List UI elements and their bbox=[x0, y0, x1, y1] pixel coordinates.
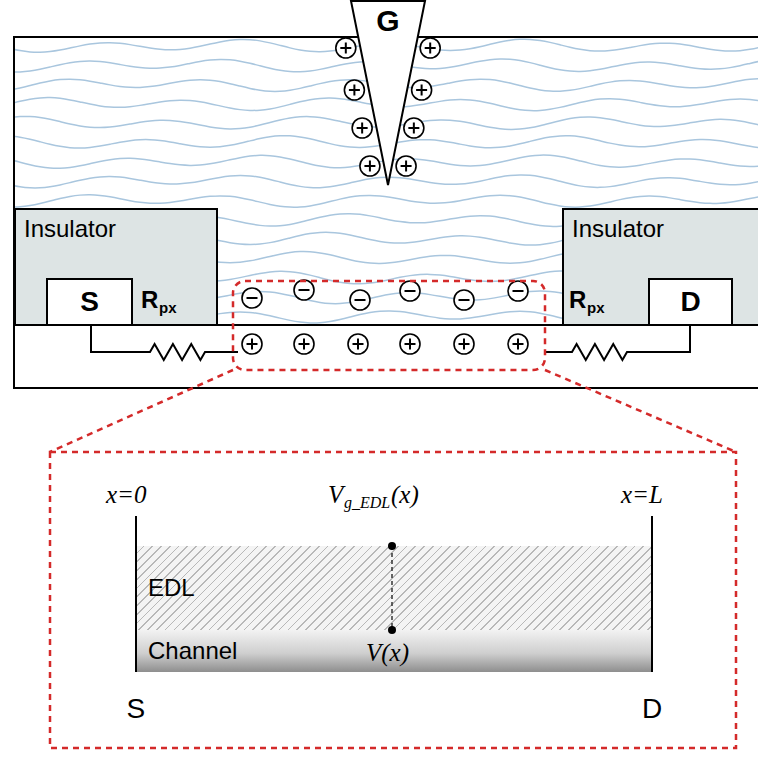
position-label: x=0 bbox=[106, 481, 146, 509]
ion-charge-symbol bbox=[348, 334, 368, 354]
charge-circle bbox=[336, 38, 356, 58]
node-text: G bbox=[376, 4, 399, 37]
ion-charge-symbol bbox=[508, 334, 528, 354]
charge-plus-bar bbox=[463, 339, 465, 350]
node-text: EDL bbox=[148, 575, 195, 601]
charge-circle bbox=[454, 334, 474, 354]
charge-plus-bar bbox=[405, 161, 407, 172]
ion-charge-symbol bbox=[242, 288, 262, 308]
insulator-block: InsulatorS bbox=[14, 208, 218, 326]
terminal-label: D bbox=[642, 693, 662, 725]
charge-plus-bar bbox=[413, 123, 415, 134]
potential-label: V bbox=[328, 481, 343, 509]
charge-plus-bar bbox=[421, 85, 423, 96]
charge-minus-bar bbox=[459, 299, 470, 301]
ion-charge-symbol bbox=[294, 334, 314, 354]
charge-circle bbox=[400, 281, 420, 301]
charge-circle bbox=[396, 156, 416, 176]
charge-circle bbox=[350, 290, 370, 310]
charge-circle bbox=[412, 80, 432, 100]
potential-argument: (x) bbox=[391, 481, 419, 509]
ion-charge-symbol bbox=[344, 80, 364, 100]
inset-frame bbox=[50, 452, 736, 748]
ion-charge-symbol bbox=[294, 280, 314, 300]
charge-plus-bar bbox=[357, 339, 359, 350]
charge-circle bbox=[400, 334, 420, 354]
charge-plus-bar bbox=[361, 123, 363, 134]
charge-minus-bar bbox=[247, 297, 258, 299]
ion-charge-symbol bbox=[420, 38, 440, 58]
charge-plus-bar bbox=[251, 339, 253, 350]
potential-subscript: g_EDL bbox=[344, 494, 390, 512]
ion-charge-symbol bbox=[336, 38, 356, 58]
charge-plus-bar bbox=[303, 339, 305, 350]
charge-minus-bar bbox=[513, 290, 524, 292]
node-text: Insulator bbox=[24, 216, 116, 242]
ion-charge-symbol bbox=[508, 281, 528, 301]
ion-charge-symbol bbox=[454, 334, 474, 354]
drain-electrode: D bbox=[648, 278, 733, 326]
node-text: S bbox=[80, 287, 99, 318]
charge-plus-bar bbox=[353, 85, 355, 96]
node-text: Insulator bbox=[572, 216, 664, 242]
charge-circle bbox=[242, 334, 262, 354]
gate-electrode: G bbox=[350, 0, 426, 186]
resistor-label: R bbox=[569, 286, 586, 314]
electrolyte-wave bbox=[15, 195, 758, 207]
charge-circle bbox=[508, 334, 528, 354]
channel-end-line bbox=[651, 516, 653, 672]
ion-charge-symbol bbox=[400, 281, 420, 301]
charge-minus-bar bbox=[405, 290, 416, 292]
charge-circle bbox=[344, 80, 364, 100]
ion-charge-symbol bbox=[396, 156, 416, 176]
charge-plus-bar bbox=[345, 43, 347, 54]
charge-circle bbox=[352, 118, 372, 138]
zoom-leader-line bbox=[50, 370, 233, 452]
ion-charge-symbol bbox=[352, 118, 372, 138]
gate-triangle bbox=[351, 1, 425, 185]
charge-circle bbox=[404, 118, 424, 138]
resistor-symbol bbox=[91, 326, 238, 360]
ion-charge-symbol bbox=[242, 334, 262, 354]
potential-probe-line bbox=[391, 546, 393, 630]
charge-circle bbox=[454, 290, 474, 310]
charge-circle bbox=[360, 156, 380, 176]
ion-charge-symbol bbox=[350, 290, 370, 310]
source-electrode: S bbox=[46, 278, 133, 326]
charge-circle bbox=[294, 334, 314, 354]
resistor-subscript: px bbox=[159, 299, 177, 316]
channel-end-line bbox=[135, 516, 137, 672]
ion-charge-symbol bbox=[412, 80, 432, 100]
charge-circle bbox=[348, 334, 368, 354]
charge-circle bbox=[242, 288, 262, 308]
resistor-label: R bbox=[141, 286, 158, 314]
zoom-leader-line bbox=[545, 370, 736, 452]
charge-circle bbox=[294, 280, 314, 300]
ion-charge-symbol bbox=[360, 156, 380, 176]
charge-plus-bar bbox=[369, 161, 371, 172]
node-text: D bbox=[680, 287, 700, 318]
charge-plus-bar bbox=[409, 339, 411, 350]
edl-layer: EDL bbox=[136, 546, 652, 630]
potential-point-dot bbox=[388, 626, 396, 634]
charge-minus-bar bbox=[355, 299, 366, 301]
charge-minus-bar bbox=[299, 289, 310, 291]
terminal-label: S bbox=[127, 693, 146, 725]
position-label: x=L bbox=[621, 481, 663, 509]
charge-plus-bar bbox=[429, 43, 431, 54]
potential-point-dot bbox=[388, 542, 396, 550]
charge-circle bbox=[508, 281, 528, 301]
ion-charge-symbol bbox=[454, 290, 474, 310]
charge-circle bbox=[420, 38, 440, 58]
resistor-subscript: px bbox=[587, 299, 605, 316]
resistor-symbol bbox=[545, 326, 690, 360]
ion-charge-symbol bbox=[404, 118, 424, 138]
zoom-region-outline bbox=[233, 281, 545, 370]
node-text: Channel bbox=[148, 638, 237, 664]
channel-potential-label: V(x) bbox=[366, 639, 409, 667]
charge-plus-bar bbox=[517, 339, 519, 350]
ion-charge-symbol bbox=[400, 334, 420, 354]
